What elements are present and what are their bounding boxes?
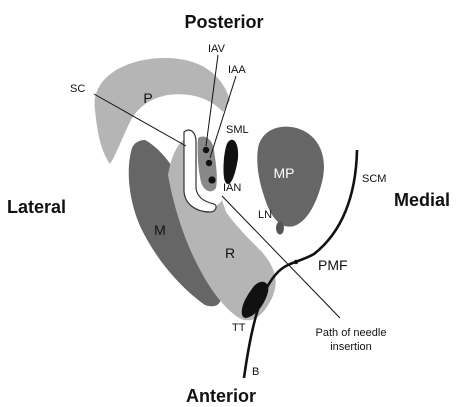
posterior-label: Posterior xyxy=(184,12,263,32)
medial-label: Medial xyxy=(394,190,450,210)
needle-label-line1: Path of needle xyxy=(316,327,387,339)
ian-label: IAN xyxy=(223,182,241,194)
mp-label: MP xyxy=(274,165,295,181)
p-label: P xyxy=(143,90,152,106)
ln-label: LN xyxy=(258,209,272,221)
ln-shape xyxy=(276,222,284,235)
sc-label: SC xyxy=(70,83,85,95)
anterior-label: Anterior xyxy=(186,386,256,406)
r-label: R xyxy=(225,245,235,261)
pmf-junction-dot xyxy=(294,260,298,264)
iaa-label: IAA xyxy=(228,64,246,76)
tt-label: TT xyxy=(232,322,246,334)
m-label: M xyxy=(154,222,166,238)
lateral-label: Lateral xyxy=(7,197,66,217)
sml-shape xyxy=(223,140,238,184)
scm-label: SCM xyxy=(362,173,386,185)
iav-dot xyxy=(203,147,209,153)
pmf-label: PMF xyxy=(318,257,348,273)
iav-label: IAV xyxy=(208,43,226,55)
b-label: B xyxy=(252,366,259,378)
needle-label-line2: insertion xyxy=(330,341,372,353)
ian-dot xyxy=(208,176,215,183)
sml-label: SML xyxy=(226,124,249,136)
iaa-dot xyxy=(206,160,212,166)
